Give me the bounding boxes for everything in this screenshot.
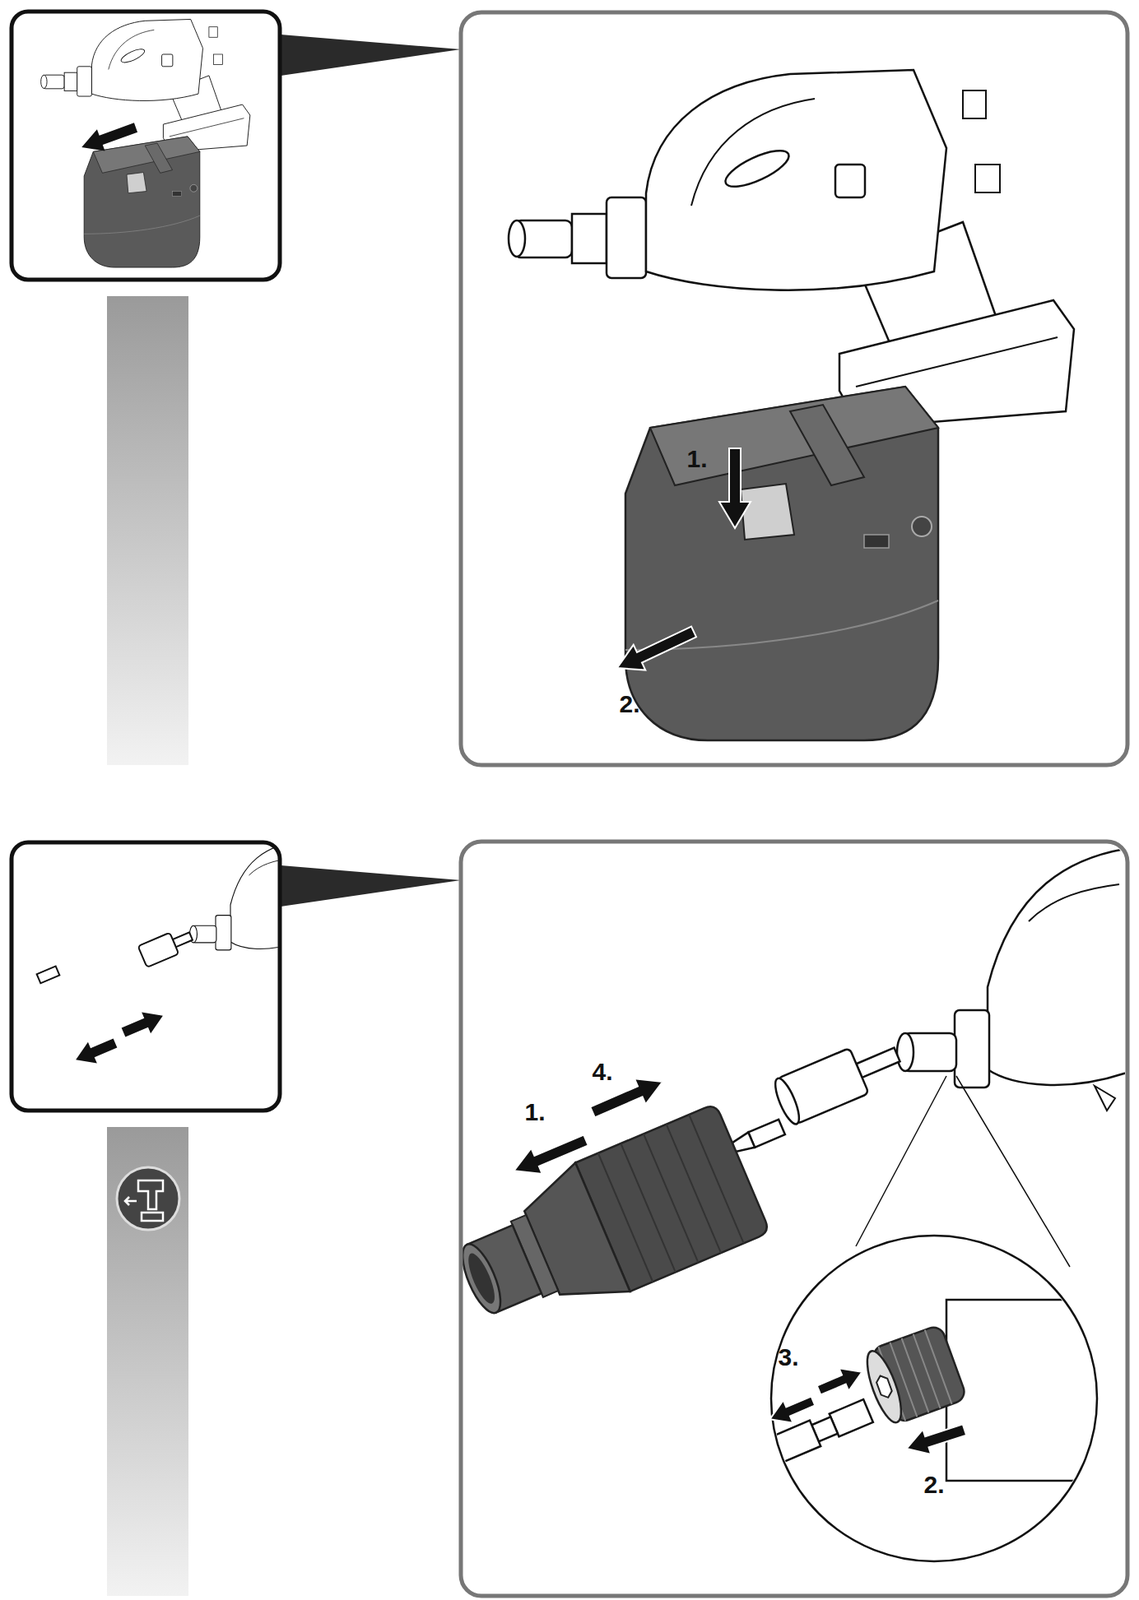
- direction-arrow: [719, 448, 751, 529]
- detail-panel: [460, 12, 1128, 766]
- bit-holder: [771, 1076, 805, 1128]
- drill-thumbnail: [41, 18, 251, 152]
- direction-arrow: [71, 1032, 121, 1071]
- direction-arrow: [813, 1361, 867, 1403]
- battery-removal-icon: [125, 1197, 137, 1206]
- drill-nose-thumbnail: [138, 925, 196, 968]
- drill-nose-illustration: [897, 847, 1126, 1112]
- callout-pointer: [280, 865, 461, 907]
- callout-pointer: [280, 34, 461, 76]
- direction-arrow: [119, 1005, 168, 1044]
- magnified-chuck: [860, 1324, 968, 1429]
- callout-number: 1.: [524, 1100, 545, 1126]
- direction-arrow: [765, 1390, 819, 1432]
- direction-arrow: [77, 116, 140, 159]
- gradient-bar: [106, 296, 189, 766]
- drill-illustration: [508, 69, 1074, 428]
- bit-holder: [855, 1048, 900, 1079]
- battery-removal-icon: [138, 1180, 163, 1210]
- callout-number: 4.: [591, 1059, 613, 1085]
- depth-stop-adapter: [598, 1115, 744, 1283]
- drill-thumbnail: [83, 136, 200, 268]
- direction-arrow: [508, 1127, 592, 1184]
- magnified-chuck: [946, 1300, 1103, 1482]
- direction-arrow: [765, 1390, 819, 1432]
- direction-arrow: [119, 1005, 168, 1044]
- callout-number: 2.: [618, 692, 640, 717]
- depth-stop-adapter: [441, 1103, 771, 1349]
- magnified-chuck: [748, 1398, 874, 1473]
- drill-nose-thumbnail: [190, 844, 279, 962]
- depth-stop-adapter: [463, 1250, 500, 1308]
- direction-arrow: [77, 116, 140, 159]
- battery-removal-icon: [116, 1167, 180, 1231]
- direction-arrow: [611, 619, 701, 682]
- magnified-chuck: [748, 1421, 821, 1474]
- direction-arrow: [611, 619, 701, 682]
- callout-number: 1.: [686, 446, 707, 472]
- callout-number: 3.: [777, 1345, 799, 1371]
- drill-nose-thumbnail: [37, 844, 279, 984]
- detail-panel: [460, 841, 1128, 1597]
- drill-nose-illustration: [897, 847, 1126, 1112]
- direction-arrow: [902, 1417, 969, 1462]
- overview-panel: [11, 11, 280, 280]
- overview-panel: [11, 842, 280, 1112]
- drill-nose-thumbnail: [138, 933, 180, 968]
- direction-arrow: [508, 1127, 592, 1184]
- drill-nose-thumbnail: [37, 966, 61, 984]
- drill-nose-thumbnail: [190, 844, 279, 962]
- direction-arrow: [71, 1032, 121, 1071]
- gradient-bar: [106, 1127, 189, 1597]
- battery-illustration: [625, 386, 939, 741]
- direction-arrow: [902, 1417, 969, 1462]
- battery-removal-icon: [116, 1167, 180, 1231]
- direction-arrow: [813, 1361, 867, 1403]
- drill-thumbnail: [41, 18, 251, 268]
- drill-nose-thumbnail: [37, 966, 61, 984]
- bit-holder: [771, 1032, 907, 1127]
- drill-illustration: [508, 69, 1074, 428]
- callout-number: 2.: [923, 1473, 944, 1498]
- magnified-chuck: [748, 1300, 1103, 1482]
- magnified-chuck: [874, 1374, 894, 1400]
- battery-illustration: [625, 386, 939, 741]
- battery-removal-icon: [141, 1213, 163, 1222]
